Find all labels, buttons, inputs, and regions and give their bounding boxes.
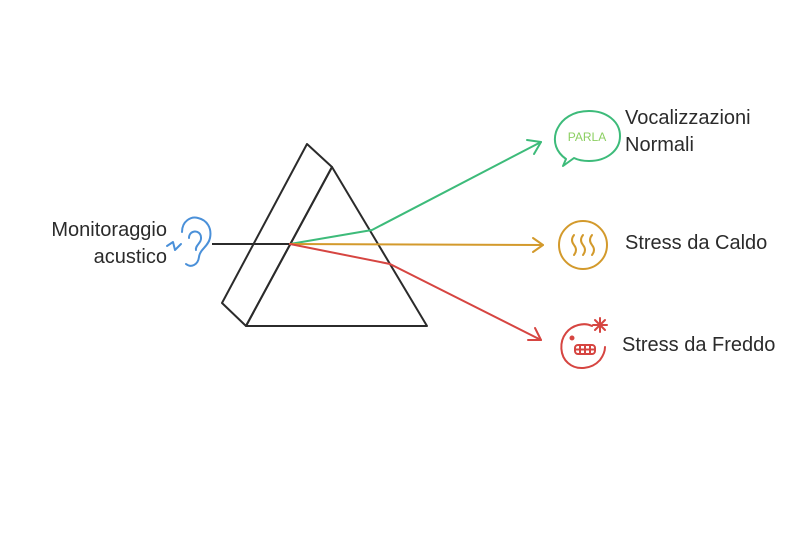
- output-label-cold-line1: Stress da Freddo: [622, 334, 776, 356]
- ray-cold-arrowhead: [527, 327, 542, 341]
- heat-waves-icon: [558, 220, 608, 270]
- prism: [221, 143, 428, 327]
- output-label-normal: Vocalizzazioni Normali: [625, 105, 751, 159]
- speech-bubble-text: PARLA: [568, 130, 606, 144]
- ray-normal-arrowhead: [526, 139, 542, 155]
- input-label-line2: acustico: [93, 246, 167, 268]
- ray-heat: [289, 237, 544, 253]
- input-label: Monitoraggio acustico: [14, 217, 167, 271]
- ray-normal: [289, 139, 542, 245]
- output-label-normal-line2: Normali: [625, 134, 694, 156]
- cold-face-icon: [560, 317, 608, 369]
- input-label-line1: Monitoraggio: [51, 219, 167, 241]
- output-label-cold: Stress da Freddo: [622, 332, 775, 359]
- output-label-heat: Stress da Caldo: [625, 230, 767, 257]
- output-label-heat-line1: Stress da Caldo: [625, 232, 768, 254]
- speech-bubble-icon: PARLA: [553, 110, 621, 167]
- ear-icon: [166, 216, 212, 267]
- ray-heat-arrowhead: [532, 237, 544, 253]
- output-label-normal-line1: Vocalizzazioni: [625, 107, 751, 129]
- prism-side-face: [221, 143, 333, 327]
- prism-front-face: [245, 166, 428, 327]
- ray-cold: [289, 243, 542, 341]
